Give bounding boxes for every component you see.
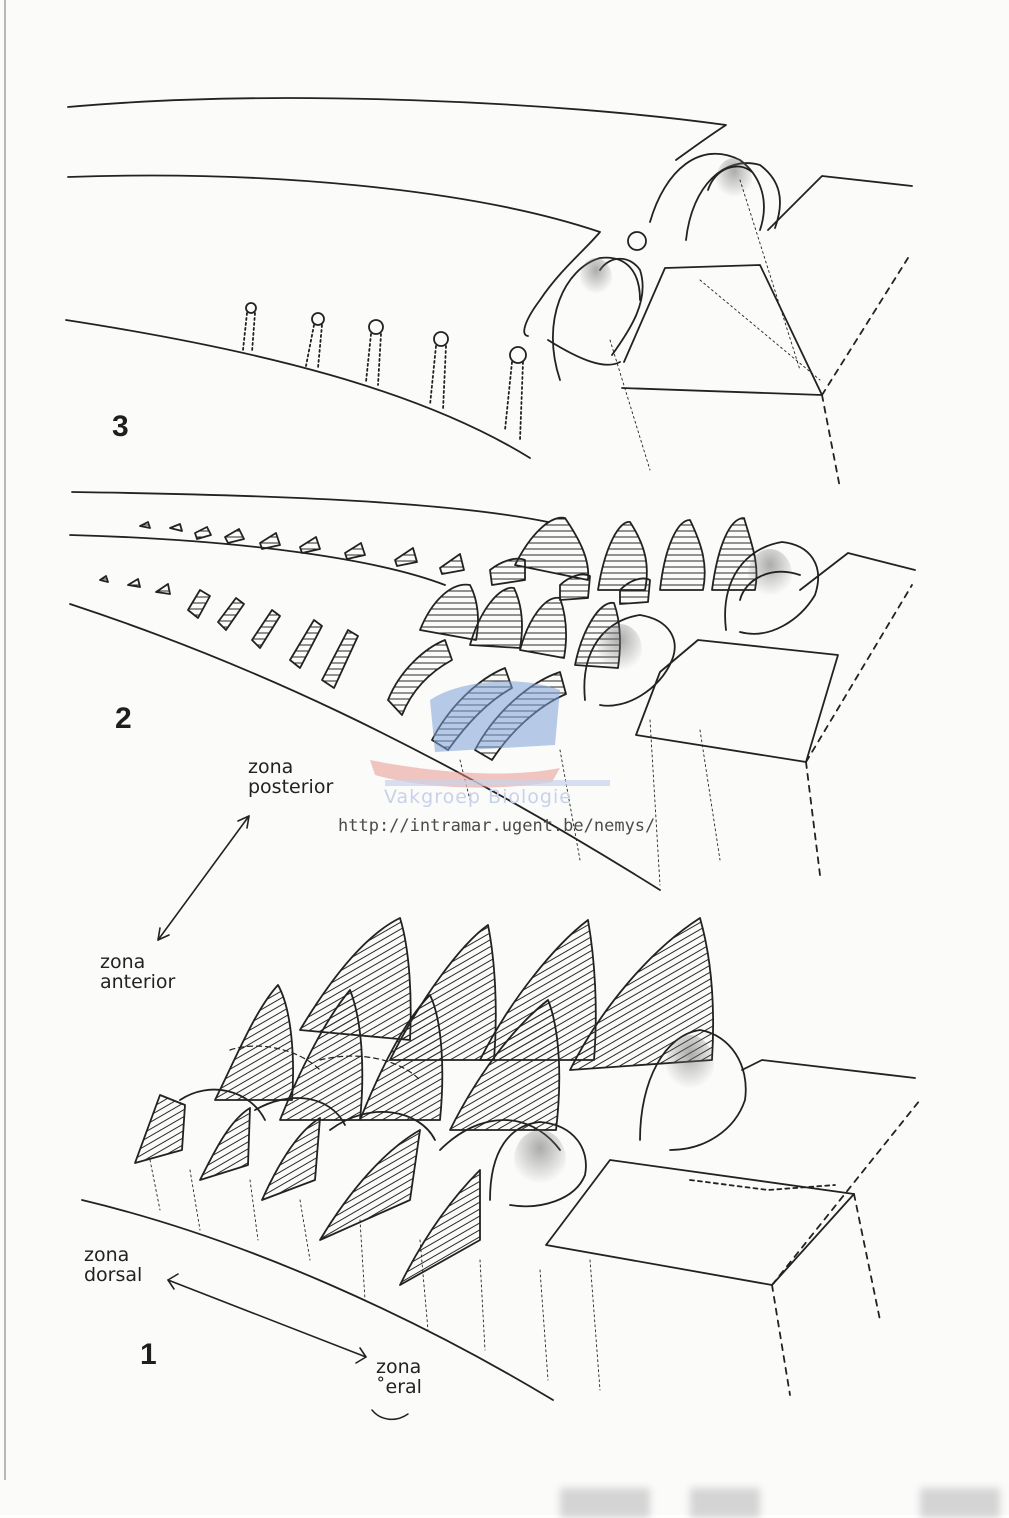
panel-number-2: 2	[115, 702, 132, 735]
zone-lateral-word2: ˚eral	[376, 1376, 422, 1398]
watermark-url: http://intramar.ugent.be/nemys/	[338, 816, 656, 836]
watermark-name: Vakgroep Biologie	[384, 786, 572, 808]
panel-2-middle-fold	[69, 534, 446, 586]
arrow-dorsal-lateral	[167, 1273, 367, 1364]
panel-3-segments	[609, 175, 913, 489]
panel-2-rounded-teeth	[583, 541, 819, 707]
panel-1-rounded-teeth	[489, 1029, 747, 1208]
zone-posterior-word2: posterior	[248, 776, 334, 798]
panel-2-small-denticles	[99, 521, 465, 689]
zone-posterior-label: zona posterior	[248, 757, 333, 797]
panel-1-base-fold	[81, 1199, 554, 1401]
zone-posterior-word1: zona	[248, 756, 294, 778]
zone-anterior-label: zona anterior	[100, 952, 175, 992]
panel-2-upper-fold	[71, 491, 549, 523]
panel-3-teeth	[547, 152, 781, 381]
zone-anterior-word1: zona	[100, 951, 146, 973]
panel-1-drawing	[81, 917, 921, 1401]
page-margin-line	[4, 0, 6, 1480]
panel-number-1: 1	[140, 1338, 157, 1371]
zone-dorsal-word2: dorsal	[84, 1264, 143, 1286]
scan-artifact-mid	[690, 1488, 760, 1518]
panel-3-upper-fold	[67, 97, 727, 161]
panel-number-3: 3	[112, 410, 129, 443]
zone-anterior-word2: anterior	[100, 971, 176, 993]
zone-lateral-label: zona ˚eral	[376, 1357, 422, 1397]
zone-dorsal-label: zona dorsal	[84, 1245, 142, 1285]
panel-1-tall-teeth	[214, 917, 714, 1131]
panel-1-lower-blades	[134, 1094, 481, 1286]
panel-3-lower-fold	[65, 319, 531, 459]
watermark-logo	[370, 681, 610, 788]
panel-1-segments	[149, 1059, 921, 1396]
arrow-anterior-posterior	[157, 815, 250, 941]
panel-3-drawing	[65, 97, 913, 489]
panel-2-lower-fold	[69, 603, 661, 891]
panel-1-tooth-outlines	[179, 1088, 561, 1151]
scan-artifact-right	[920, 1488, 1000, 1518]
scan-artifact-left	[560, 1488, 650, 1518]
panel-3-papillae	[242, 231, 647, 441]
zone-dorsal-word1: zona	[84, 1244, 130, 1266]
panel-3-middle-fold	[67, 174, 601, 337]
zone-lateral-word1: zona	[376, 1356, 422, 1378]
panel-2-segments	[459, 552, 916, 886]
